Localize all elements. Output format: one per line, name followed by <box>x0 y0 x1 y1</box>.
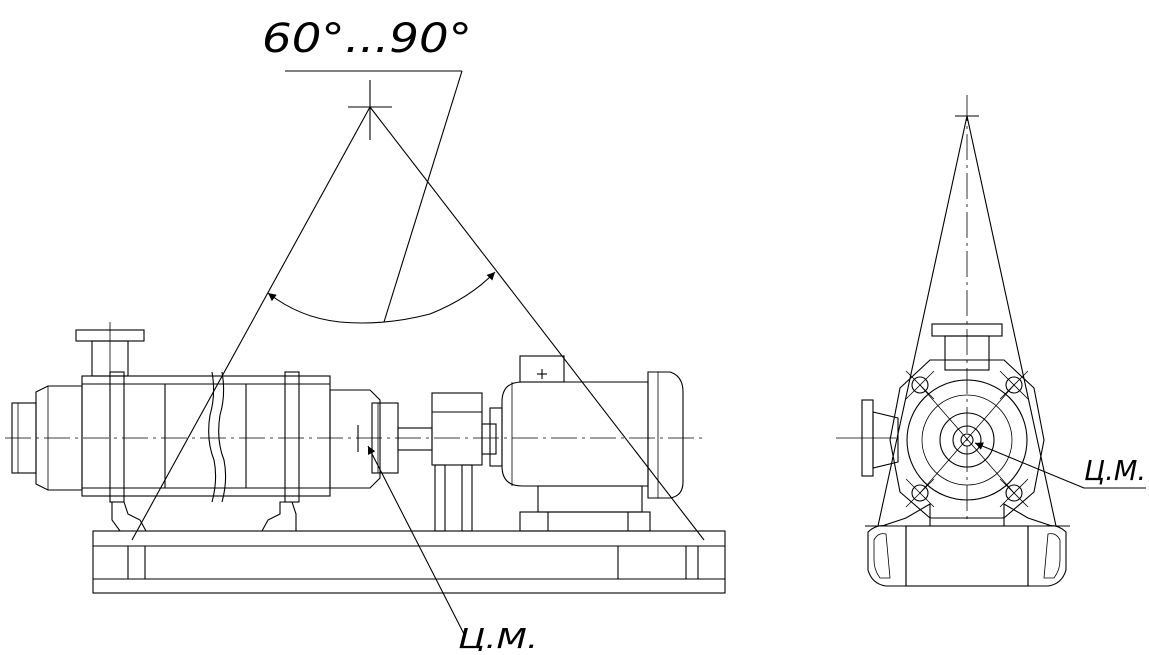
cm-label-front: Ц.М. <box>1084 454 1146 487</box>
pump-feet <box>111 501 297 532</box>
pump-casing <box>81 371 331 503</box>
angle-label-leader <box>383 70 463 323</box>
side-view: 60°...90° <box>5 16 726 655</box>
sling-left <box>131 106 371 541</box>
terminal-box <box>519 355 565 383</box>
pump-drive-end <box>329 389 399 489</box>
front-foot-left <box>881 503 931 527</box>
angle-arc <box>267 271 496 324</box>
front-sling-right <box>966 115 1057 527</box>
front-base-frame <box>865 525 1070 587</box>
center-of-mass-side: Ц.М. <box>357 425 538 655</box>
motor <box>501 355 684 532</box>
pump-discharge-nozzle <box>75 322 145 377</box>
center-of-mass-front: Ц.М. <box>974 442 1146 489</box>
cm-label-side: Ц.М. <box>458 622 538 651</box>
front-view: Ц.М. <box>836 95 1146 587</box>
motor-foot <box>537 485 643 513</box>
coupling <box>397 392 503 532</box>
hook-point <box>348 80 392 140</box>
base-frame <box>92 530 726 594</box>
angle-label: 60°...90° <box>262 16 472 62</box>
front-foot-right <box>1003 503 1053 527</box>
front-sling-left <box>877 115 968 527</box>
sling-right <box>369 106 705 541</box>
